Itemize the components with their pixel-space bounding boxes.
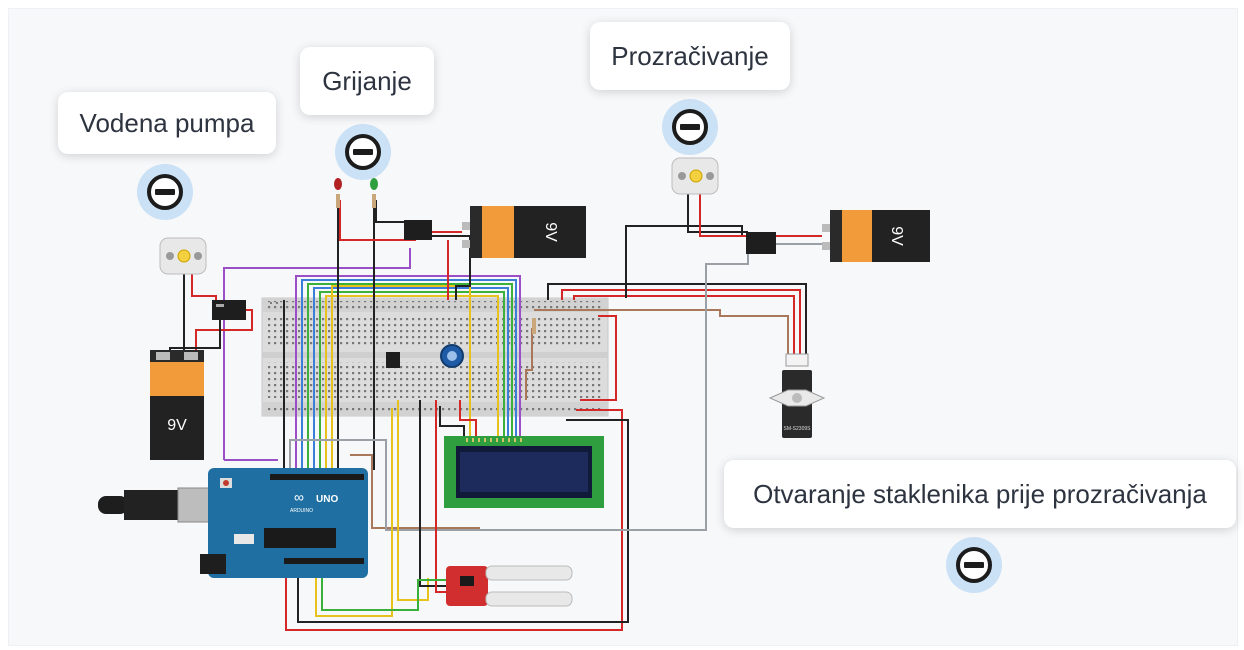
minus-circle-icon — [345, 134, 381, 170]
battery-top-label: 9V — [542, 222, 559, 242]
battery-right-label: 9V — [888, 226, 905, 246]
arduino-logo-text: ARDUINO — [290, 508, 313, 514]
label-otvaranje: Otvaranje staklenika prije prozračivanja — [724, 460, 1236, 528]
toggle-otvaranje-button[interactable] — [946, 537, 1002, 593]
toggle-grijanje-button[interactable] — [335, 124, 391, 180]
label-vodena-pumpa: Vodena pumpa — [58, 92, 276, 154]
label-prozracivanje: Prozračivanje — [590, 22, 790, 90]
label-text: Vodena pumpa — [79, 107, 255, 138]
led-green[interactable] — [370, 178, 378, 208]
label-text: Grijanje — [322, 65, 412, 96]
minus-circle-icon — [956, 547, 992, 583]
battery-left[interactable]: 9V — [150, 350, 204, 460]
soil-moisture-sensor[interactable] — [446, 565, 573, 607]
lcd-display[interactable] — [444, 436, 604, 508]
relay-right[interactable] — [746, 232, 776, 254]
servo[interactable]: SM-S2309S — [768, 353, 826, 438]
toggle-prozracivanje-button[interactable] — [662, 99, 718, 155]
resistor[interactable] — [532, 318, 536, 334]
motor-pump[interactable] — [159, 237, 207, 275]
potentiometer[interactable] — [440, 344, 464, 368]
arduino-logo: ∞ — [294, 489, 304, 505]
label-text: Prozračivanje — [611, 40, 769, 71]
motor-ventilation[interactable] — [671, 157, 719, 195]
battery-right[interactable]: 9V — [822, 210, 930, 262]
battery-left-label: 9V — [167, 417, 187, 434]
battery-top[interactable]: 9V — [462, 206, 586, 258]
servo-label: SM-S2309S — [784, 426, 812, 432]
temperature-sensor[interactable] — [386, 352, 400, 368]
label-grijanje: Grijanje — [300, 47, 434, 115]
toggle-vodena-pumpa-button[interactable] — [137, 164, 193, 220]
arduino-brand: UNO — [316, 494, 338, 505]
minus-circle-icon — [147, 174, 183, 210]
relay-left[interactable] — [212, 300, 246, 320]
minus-circle-icon — [672, 109, 708, 145]
label-text: Otvaranje staklenika prije prozračivanja — [753, 478, 1207, 509]
wires[interactable] — [169, 194, 822, 631]
led-red[interactable] — [334, 178, 342, 208]
relay-top[interactable] — [404, 220, 432, 240]
arduino-uno[interactable]: ∞ UNO ARDUINO — [98, 468, 368, 578]
